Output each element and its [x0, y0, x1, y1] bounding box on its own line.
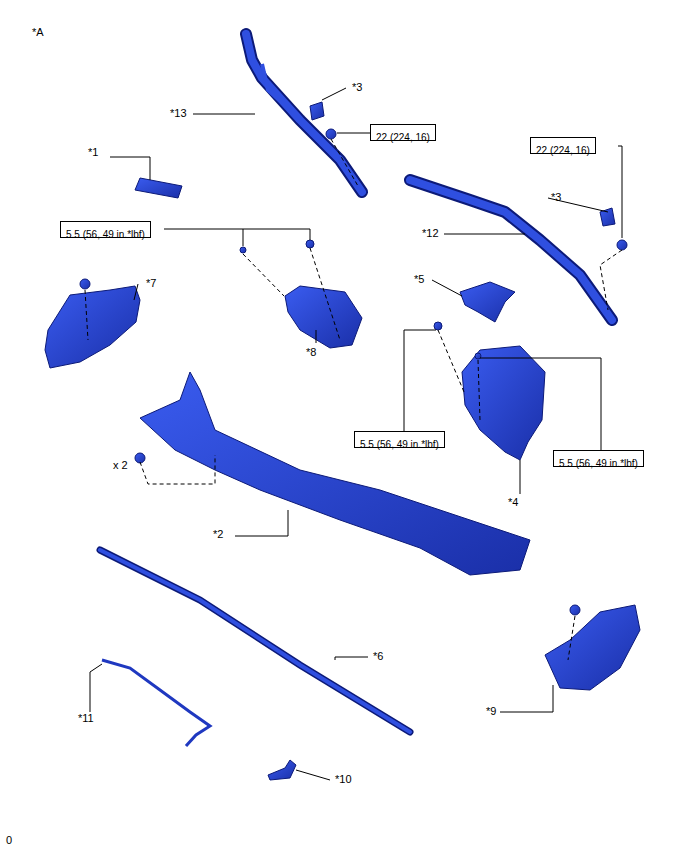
- callout-number: x 2: [113, 459, 128, 471]
- callout-number: *2: [213, 528, 223, 540]
- torque-spec: 5.5 (56, 49 in.*lbf): [66, 229, 145, 240]
- callout-number: *A: [32, 26, 44, 38]
- callout-number: *11: [78, 712, 94, 724]
- torque-spec: 5.5 (56, 49 in.*lbf): [559, 458, 638, 469]
- callout-number: *6: [373, 650, 383, 662]
- torque-spec: 22 (224, 16): [536, 145, 590, 156]
- callout-number: *3: [551, 191, 561, 203]
- callout-number: *1: [88, 146, 98, 158]
- torque-spec: 5.5 (56, 49 in.*lbf): [360, 439, 439, 450]
- callout-number: *8: [306, 346, 316, 358]
- torque-box: 5.5 (56, 49 in.*lbf): [354, 431, 445, 448]
- callout-number: *13: [170, 107, 187, 119]
- callout-number: 0: [6, 834, 12, 846]
- callout-number: *7: [146, 277, 156, 289]
- callout-number: *9: [486, 705, 496, 717]
- callout-number: *3: [352, 81, 362, 93]
- torque-box: 22 (224, 16): [530, 137, 596, 154]
- callout-number: *5: [414, 273, 424, 285]
- torque-box: 22 (224, 16): [370, 124, 436, 141]
- callout-number: *10: [335, 773, 352, 785]
- torque-box: 5.5 (56, 49 in.*lbf): [60, 221, 151, 238]
- torque-box: 5.5 (56, 49 in.*lbf): [553, 450, 644, 467]
- torque-spec: 22 (224, 16): [376, 132, 430, 143]
- callout-number: *12: [422, 227, 439, 239]
- callout-number: *4: [508, 496, 518, 508]
